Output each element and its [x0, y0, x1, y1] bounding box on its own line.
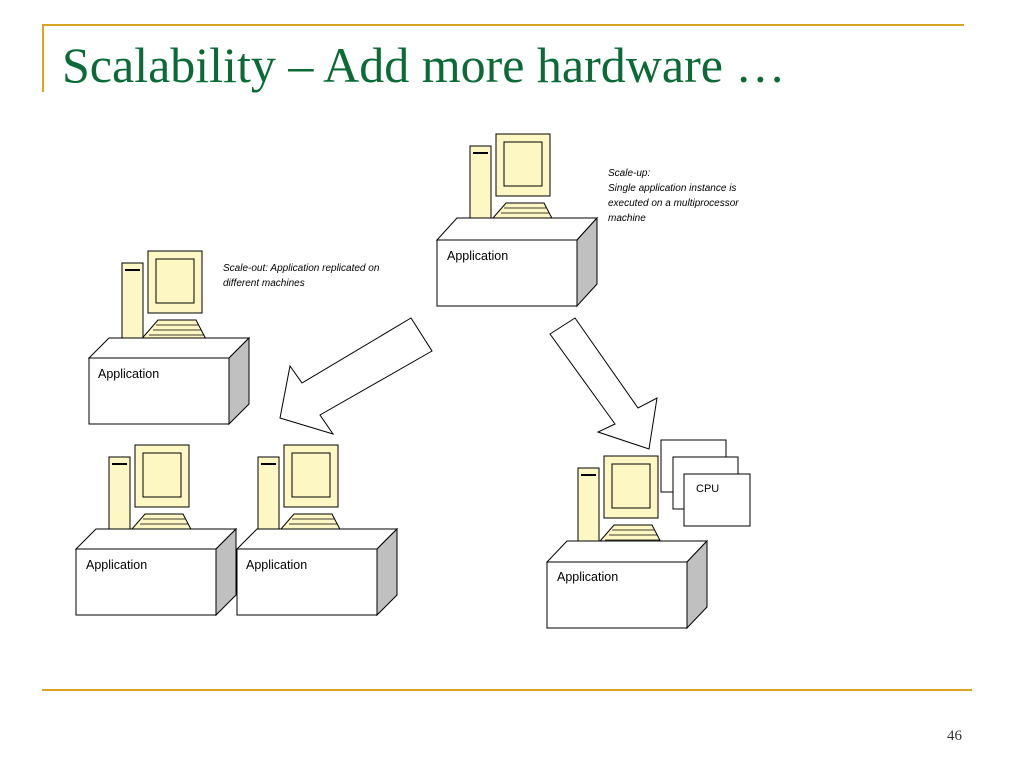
scale-up-note-text: Single application instance is executed … [608, 183, 739, 224]
scale-up-arrow [549, 317, 658, 450]
slide-title: Scalability – Add more hardware … [62, 37, 786, 93]
box-label-bottom-left-2: Application [246, 558, 307, 572]
scale-up-note-heading: Scale-up: [608, 168, 651, 179]
box-label-bottom-right: Application [557, 570, 618, 584]
cpu-label: CPU [696, 483, 719, 495]
scale-out-replica-1 [74, 444, 238, 617]
title-rule-horizontal [42, 24, 964, 26]
box-label-bottom-left-1: Application [86, 558, 147, 572]
box-label-left: Application [98, 367, 159, 381]
scale-out-source-machine [87, 250, 251, 426]
box-label-top: Application [447, 249, 508, 263]
scale-out-arrow [279, 317, 433, 435]
scale-out-note: Scale-out: Application replicated on dif… [223, 261, 408, 291]
scale-up-note: Scale-up: Single application instance is… [608, 166, 768, 226]
scale-out-replica-2 [235, 444, 399, 617]
title-rule-vertical [42, 24, 44, 92]
cpu-stack [660, 439, 751, 527]
page-number: 46 [947, 728, 962, 744]
scale-up-source-machine [435, 133, 599, 308]
footer-rule [42, 689, 972, 691]
scale-out-note-text: Scale-out: Application replicated on dif… [223, 263, 380, 289]
scale-up-multiprocessor-machine [545, 455, 709, 630]
